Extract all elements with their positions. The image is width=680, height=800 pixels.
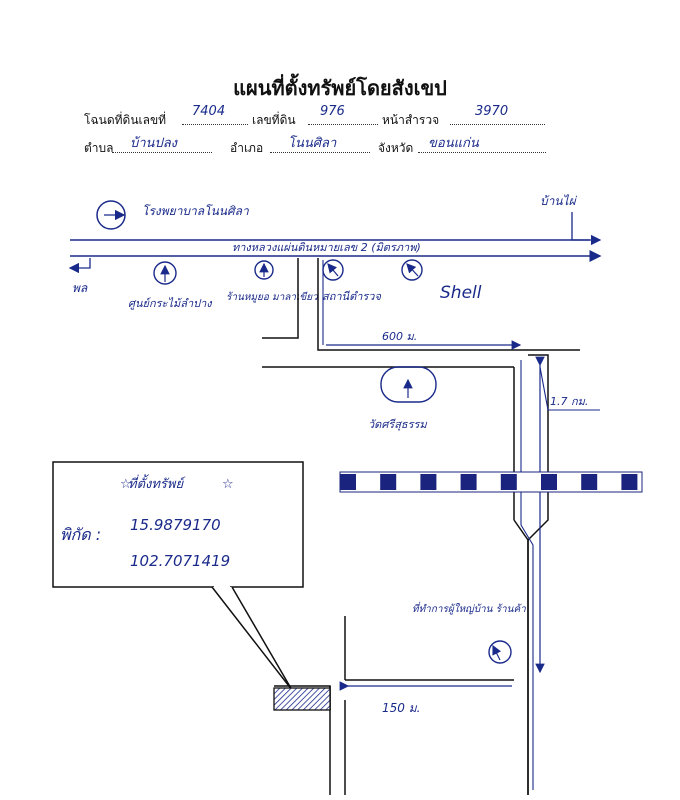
railway-block: [500, 474, 517, 490]
shell-marker: [401, 259, 423, 281]
property-pointer: [211, 586, 293, 691]
landmark-label: ที่ทำการผู้ใหญ่บ้าน ร้านค้า: [412, 601, 526, 615]
railway-block: [420, 474, 437, 490]
coordinate-label: พิกัด :: [60, 525, 101, 544]
side-road-west-edge: [317, 258, 580, 351]
railway-block: [460, 474, 477, 490]
deed-number: 7404: [192, 104, 226, 119]
deed-dots: [182, 124, 248, 125]
deed-label: โฉนดที่ดินเลขที่: [84, 113, 167, 127]
land-number: 976: [320, 104, 345, 119]
to-ban-phai-label: บ้านไผ่: [540, 194, 578, 208]
page-title: แผนที่ตั้งทรัพย์โดยสังเขป: [233, 76, 447, 100]
dist-600-label: 600 ม.: [382, 330, 417, 343]
shop-2-label: ร้านหมูยอ มาลาเขียว: [226, 291, 319, 303]
property-title: ที่ตั้งทรัพย์: [128, 474, 186, 492]
ns-road-west-edge-2: [513, 519, 529, 795]
hospital-marker: [96, 200, 126, 230]
property-info-box: [52, 461, 304, 588]
property-parcel: [273, 687, 331, 711]
railway-block: [581, 474, 598, 490]
hospital-label: โรงพยาบาลโนนศิลา: [142, 204, 250, 218]
dist-1-7-label: 1.7 กม.: [550, 395, 588, 408]
survey-dots: [450, 124, 545, 125]
to-ban-phai-arrow: [571, 212, 602, 246]
district-label: อำเภอ: [230, 141, 264, 155]
railway-block: [340, 474, 356, 490]
to-phon-label: พล: [72, 281, 88, 295]
subdistrict-label: ตำบล: [84, 141, 114, 155]
shell-label: Shell: [440, 283, 482, 303]
province-label: จังหวัด: [378, 141, 414, 155]
shop-1-marker: [153, 261, 177, 285]
police-marker: [322, 259, 344, 281]
landmark-marker: [488, 640, 512, 664]
railway-block: [621, 474, 638, 490]
ns-road-trace: [520, 360, 534, 790]
province-value: ขอนแก่น: [428, 136, 479, 151]
survey-label: หน้าสำรวจ: [382, 113, 440, 127]
shop-1-label: ศูนย์กระไม้ลำปาง: [128, 297, 213, 310]
highway-label: ทางหลวงแผ่นดินหมายเลข 2 (มิตรภาพ): [232, 241, 421, 254]
temple-marker: [380, 366, 437, 403]
province-dots: [418, 152, 546, 153]
railway-block: [541, 474, 557, 490]
police-label: สถานีตำรวจ: [322, 290, 381, 303]
railway-track: [339, 471, 643, 493]
temple-label: วัดศรีสุธรรม: [368, 418, 427, 431]
district-dots: [270, 152, 370, 153]
latitude-value: 15.9879170: [130, 516, 221, 534]
ns-road-east-edge-1: [527, 354, 549, 541]
star-icon-right: ☆: [222, 477, 234, 492]
longitude-value: 102.7071419: [130, 552, 230, 570]
to-phon-arrow: [68, 258, 91, 274]
star-icon-left: ☆: [120, 477, 132, 492]
dist-1-7-leader: [539, 366, 600, 411]
railway-block: [380, 474, 397, 490]
side-road-stub: [262, 258, 299, 339]
survey-number: 3970: [475, 104, 509, 119]
subdistrict-value: บ้านปลง: [130, 136, 178, 151]
dist-150-label: 150 ม.: [382, 701, 420, 715]
subdistrict-dots: [112, 152, 212, 153]
district-value: โนนศิลา: [288, 136, 337, 151]
land-no-label: เลขที่ดิน: [252, 113, 296, 127]
land-no-dots: [308, 124, 378, 125]
shop-2-marker: [254, 260, 274, 280]
